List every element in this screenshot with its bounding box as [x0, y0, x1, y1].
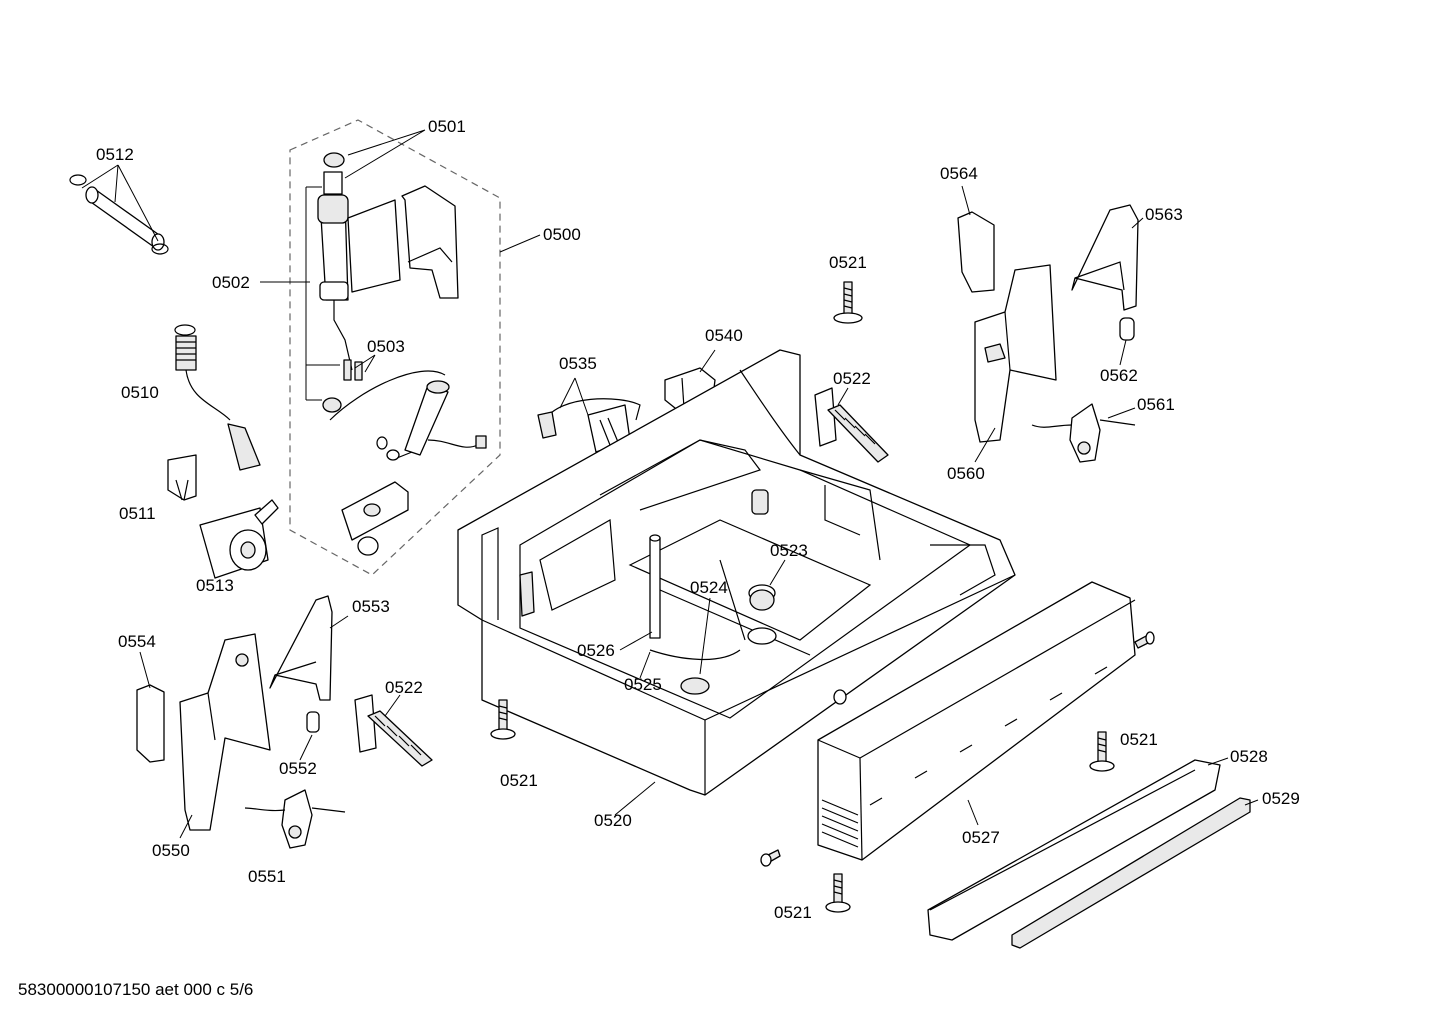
part-bracket-cover: [347, 185, 459, 299]
part-screw-small: [760, 631, 1155, 867]
part-wire-0525: [649, 649, 741, 660]
callout-0523: 0523: [770, 541, 808, 560]
callout-0560: 0560: [947, 464, 985, 483]
part-sensor-0561: [1031, 403, 1136, 463]
callout-0529: 0529: [1262, 789, 1300, 808]
part-pump-0513: [199, 499, 279, 579]
part-mount-plate: [341, 481, 409, 556]
part-clip-0511: [167, 454, 197, 501]
callout-0521-right: 0521: [1120, 730, 1158, 749]
callout-0521-left: 0521: [500, 771, 538, 790]
part-bracket-0563: [1071, 204, 1139, 311]
part-bracket-0553: [269, 595, 333, 701]
part-cap-0524: [680, 627, 777, 695]
part-base-tub-0520: [457, 349, 1016, 796]
callout-0525: 0525: [624, 675, 662, 694]
callout-0540: 0540: [705, 326, 743, 345]
part-plinth-0528: [927, 759, 1221, 941]
callout-0501: 0501: [428, 117, 466, 136]
callout-0561: 0561: [1137, 395, 1175, 414]
callout-0552: 0552: [279, 759, 317, 778]
callout-0526: 0526: [577, 641, 615, 660]
callout-0503: 0503: [367, 337, 405, 356]
part-kick-panel-0527: [817, 581, 1136, 861]
part-bracket-0560: [974, 264, 1057, 443]
part-screw-0521-left: [490, 699, 516, 740]
part-bracket-0550: [179, 633, 271, 831]
callout-0535: 0535: [559, 354, 597, 373]
part-clip-0552: [306, 711, 320, 733]
part-bracket-0564: [957, 211, 995, 293]
callout-0524: 0524: [690, 578, 728, 597]
callout-0513: 0513: [196, 576, 234, 595]
part-screw-0521-bottom: [825, 873, 851, 913]
callout-0528: 0528: [1230, 747, 1268, 766]
callout-0502: 0502: [212, 273, 250, 292]
callout-0511: 0511: [119, 504, 156, 523]
part-spring-0522-right: [814, 387, 889, 463]
assembly-boundary-0500: [289, 119, 501, 576]
part-valve-0502: [317, 152, 363, 413]
document-code: 58300000107150 aet 000 c 5/6: [18, 980, 254, 999]
part-screw-0521-right: [1089, 731, 1115, 772]
part-bracket-0554: [136, 684, 165, 763]
part-hose-clamp-0512: [69, 174, 169, 255]
callout-0522-left: 0522: [385, 678, 423, 697]
callout-0564: 0564: [940, 164, 978, 183]
callout-0520: 0520: [594, 811, 632, 830]
callout-0562: 0562: [1100, 366, 1138, 385]
callout-0522-right: 0522: [833, 369, 871, 388]
part-seal-0523: [748, 584, 776, 611]
callout-0553: 0553: [352, 597, 390, 616]
callout-0521-top: 0521: [829, 253, 867, 272]
callout-0527: 0527: [962, 828, 1000, 847]
part-screw-0521-top: [833, 281, 863, 324]
part-spring-0522-left: [354, 694, 433, 767]
callout-0551: 0551: [248, 867, 286, 886]
part-corrugated-hose: [329, 370, 487, 461]
part-sensor-0551: [244, 789, 346, 849]
part-strip-0529: [1011, 797, 1251, 949]
callout-0500: 0500: [543, 225, 581, 244]
part-rod-0526: [649, 534, 661, 639]
callout-0521-bottom: 0521: [774, 903, 812, 922]
callout-0512: 0512: [96, 145, 134, 164]
callout-0510: 0510: [121, 383, 159, 402]
part-coil-0510: [174, 324, 261, 471]
callout-0554: 0554: [118, 632, 156, 651]
callout-0550: 0550: [152, 841, 190, 860]
callout-0563: 0563: [1145, 205, 1183, 224]
part-clip-0562: [1119, 317, 1135, 341]
